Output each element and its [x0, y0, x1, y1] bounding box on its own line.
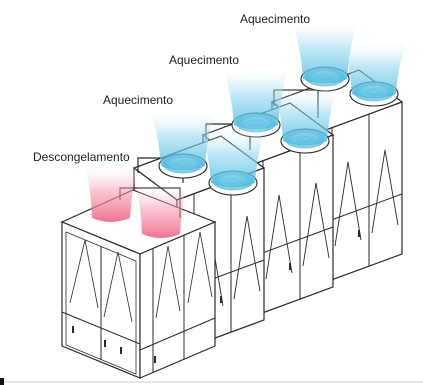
airflow-icon [292, 18, 358, 84]
airflow-icon [200, 124, 266, 188]
label-heating-unit3: Aquecimento [169, 53, 240, 67]
unit-side [139, 221, 216, 379]
airflow-icon [85, 163, 137, 222]
airflow-icon [150, 108, 216, 171]
airflow-icon [136, 182, 186, 238]
outdoor-unit-1 [60, 189, 217, 379]
airflow-icon [342, 38, 408, 99]
airflow [85, 18, 408, 238]
corner-mark [0, 378, 4, 385]
label-defrost: Descongelamento [33, 150, 130, 164]
label-heating-unit2: Aquecimento [103, 93, 174, 107]
airflow-icon [223, 66, 289, 130]
label-heating-unit4: Aquecimento [240, 12, 311, 26]
airflow-icon [273, 85, 337, 146]
